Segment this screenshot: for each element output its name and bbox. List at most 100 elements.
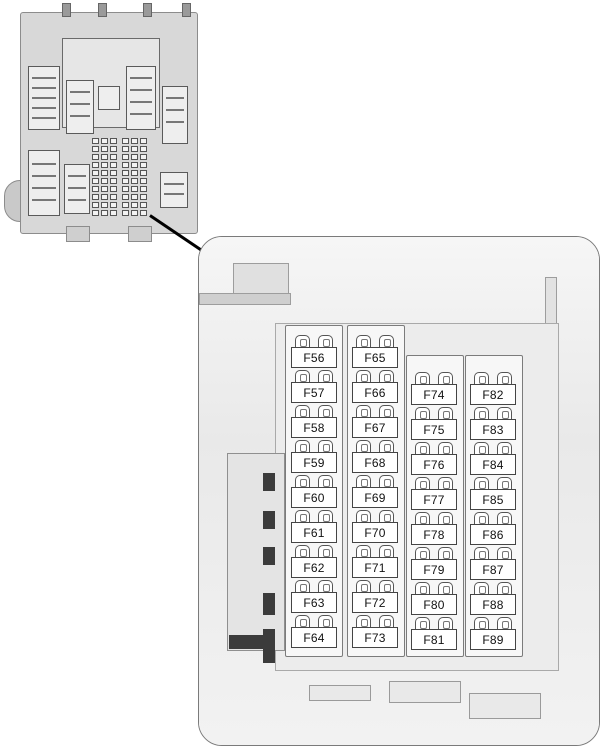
fuse-terminal	[356, 335, 371, 348]
fuse-terminal	[379, 475, 394, 488]
fuse-body: F76	[411, 454, 457, 475]
overview-fuse	[101, 138, 108, 144]
fuse-terminal	[438, 372, 453, 385]
fuse-label: F76	[423, 457, 445, 472]
fuse-terminal	[318, 440, 333, 453]
connector-latch	[263, 511, 275, 529]
fuse-body: F56	[291, 347, 337, 368]
fuse-body: F68	[352, 452, 398, 473]
fuse-body: F84	[470, 454, 516, 475]
overview-foot	[128, 226, 152, 242]
fuse-slot: F59	[291, 440, 337, 473]
fuse-body: F74	[411, 384, 457, 405]
connector-latch	[229, 635, 269, 649]
connector-latch	[263, 547, 275, 565]
fuse-terminal	[497, 582, 512, 595]
fuse-terminal	[438, 512, 453, 525]
fuse-terminal	[497, 547, 512, 560]
fuse-terminal	[438, 617, 453, 630]
overview-fuse	[110, 194, 117, 200]
fuse-body: F85	[470, 489, 516, 510]
fuse-terminal	[379, 615, 394, 628]
fuse-body: F82	[470, 384, 516, 405]
overview-fuse	[122, 202, 129, 208]
overview-fuse	[131, 194, 138, 200]
overview-fuse	[122, 194, 129, 200]
fuse-terminal	[474, 582, 489, 595]
fuse-slot: F64	[291, 615, 337, 648]
fuse-terminal	[295, 510, 310, 523]
fuse-label: F84	[482, 457, 504, 472]
overview-fuse	[92, 178, 99, 184]
fuse-terminal	[415, 547, 430, 560]
overview-fuse	[110, 162, 117, 168]
fuse-terminal	[356, 615, 371, 628]
fuse-body: F63	[291, 592, 337, 613]
fuse-label: F82	[482, 387, 504, 402]
fuse-body: F89	[470, 629, 516, 650]
fuse-terminal	[295, 545, 310, 558]
overview-fuse	[92, 194, 99, 200]
fuse-terminal	[474, 617, 489, 630]
fuse-label: F77	[423, 492, 445, 507]
fuse-terminal	[356, 580, 371, 593]
fuse-label: F78	[423, 527, 445, 542]
fuse-body: F61	[291, 522, 337, 543]
fuse-body: F60	[291, 487, 337, 508]
overview-fuse	[131, 162, 138, 168]
fuse-body: F71	[352, 557, 398, 578]
fuse-body: F67	[352, 417, 398, 438]
fuse-label: F68	[364, 455, 386, 470]
fuse-slot: F73	[352, 615, 398, 648]
fuse-label: F57	[303, 385, 325, 400]
fuse-slot: F60	[291, 475, 337, 508]
fuse-body: F66	[352, 382, 398, 403]
overview-fuse	[140, 178, 147, 184]
overview-fuse	[92, 186, 99, 192]
fuse-label: F71	[364, 560, 386, 575]
fuse-slot: F77	[411, 477, 457, 510]
fuse-body: F83	[470, 419, 516, 440]
overview-fuse	[110, 186, 117, 192]
fuse-terminal	[415, 512, 430, 525]
fuse-terminal	[318, 510, 333, 523]
overview-fuse	[140, 202, 147, 208]
fuse-body: F81	[411, 629, 457, 650]
fuse-body: F65	[352, 347, 398, 368]
fuse-label: F86	[482, 527, 504, 542]
fuse-slot: F75	[411, 407, 457, 440]
overview-fuse	[131, 146, 138, 152]
overview-fuse	[101, 202, 108, 208]
fuse-label: F87	[482, 562, 504, 577]
overview-fuse	[110, 154, 117, 160]
overview-foot	[66, 226, 90, 242]
overview-fuse	[131, 202, 138, 208]
fuse-terminal	[474, 512, 489, 525]
fuse-terminal	[379, 580, 394, 593]
overview-fuse	[122, 210, 129, 216]
fuse-body: F75	[411, 419, 457, 440]
fuse-label: F73	[364, 630, 386, 645]
housing-ridge	[199, 293, 291, 305]
fuse-label: F80	[423, 597, 445, 612]
overview-fuse	[131, 178, 138, 184]
fuse-slot: F86	[470, 512, 516, 545]
overview-fuse	[131, 138, 138, 144]
overview-fuse	[110, 138, 117, 144]
fuse-slot: F58	[291, 405, 337, 438]
overview-connector	[28, 150, 60, 216]
housing-tab	[469, 693, 541, 719]
overview-fuse	[131, 154, 138, 160]
fuse-terminal	[438, 582, 453, 595]
fuse-terminal	[379, 545, 394, 558]
overview-connector	[162, 86, 188, 144]
fuse-terminal	[356, 510, 371, 523]
overview-connector	[160, 172, 188, 208]
connector-latch	[263, 473, 275, 491]
fuse-label: F64	[303, 630, 325, 645]
fuse-label: F58	[303, 420, 325, 435]
fuse-label: F62	[303, 560, 325, 575]
overview-fuse	[140, 146, 147, 152]
fuse-label: F72	[364, 595, 386, 610]
